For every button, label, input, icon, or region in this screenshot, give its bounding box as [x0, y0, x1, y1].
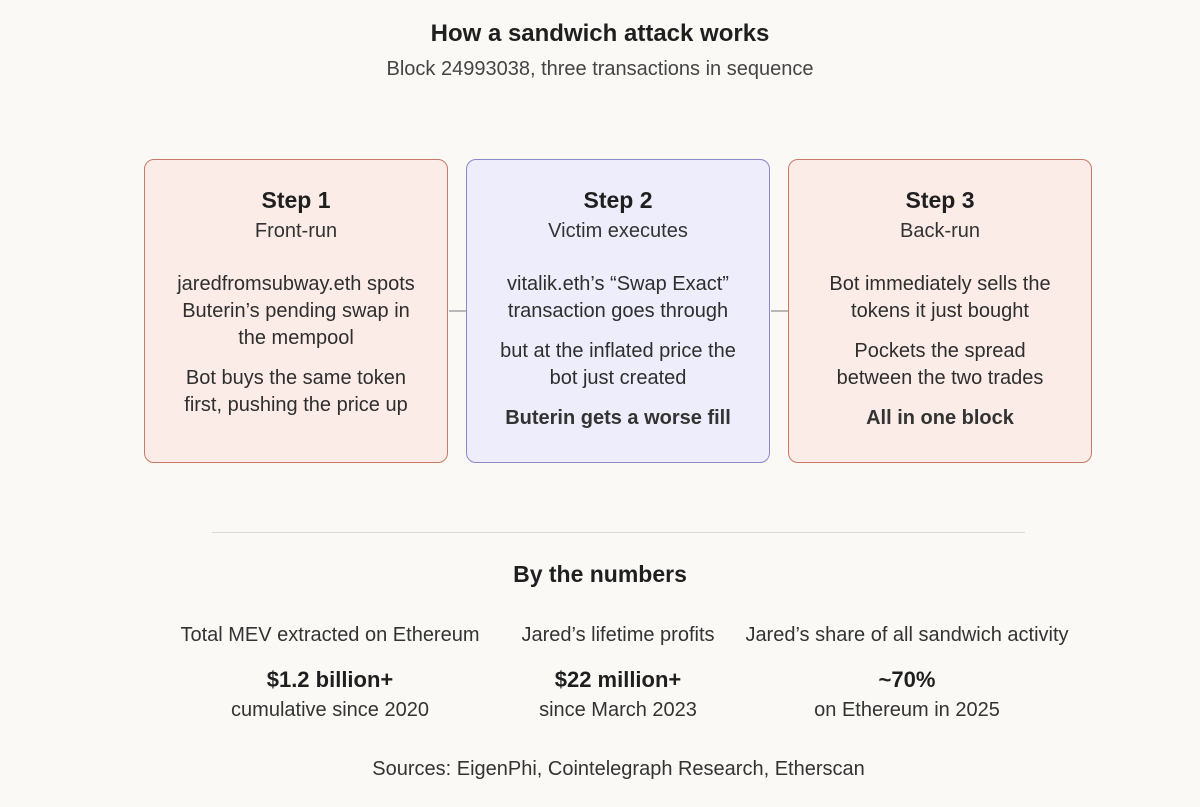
stat-label: Jared’s share of all sandwich activity [745, 624, 1069, 646]
step-paragraph-emphasis: All in one block [866, 407, 1014, 429]
stat-total-mev: Total MEV extracted on Ethereum $1.2 bil… [160, 622, 500, 723]
page-subtitle: Block 24993038, three transactions in se… [386, 58, 814, 80]
connector-1-2 [449, 310, 466, 312]
page-title: How a sandwich attack works [430, 20, 770, 47]
step-paragraph-emphasis: Buterin gets a worse fill [505, 407, 731, 429]
step-subtitle: Victim executes [548, 220, 688, 242]
step-title: Step 1 [261, 187, 331, 213]
step-body: Bot immediately sells the tokens it just… [789, 271, 1091, 432]
step-box-2: Step 2 Victim executes vitalik.eth’s “Sw… [466, 159, 770, 463]
sources-footnote: Sources: EigenPhi, Cointelegraph Researc… [372, 758, 865, 780]
stat-note: on Ethereum in 2025 [814, 699, 1000, 721]
step-title: Step 2 [583, 187, 653, 213]
step-paragraph: vitalik.eth’s “Swap Exact” transaction g… [507, 273, 729, 322]
stat-note: since March 2023 [539, 699, 697, 721]
step-title: Step 3 [905, 187, 975, 213]
connector-2-3 [771, 310, 788, 312]
step-paragraph: Bot buys the same token first, pushing t… [184, 367, 408, 416]
section-divider [212, 532, 1025, 533]
step-paragraph: Pockets the spread between the two trade… [836, 340, 1044, 389]
stat-lifetime-profits: Jared’s lifetime profits $22 million+ si… [503, 622, 733, 723]
step-subtitle: Front-run [254, 220, 338, 242]
step-box-3: Step 3 Back-run Bot immediately sells th… [788, 159, 1092, 463]
step-paragraph: but at the inflated price the bot just c… [500, 340, 736, 389]
stat-note: cumulative since 2020 [231, 699, 429, 721]
step-box-1: Step 1 Front-run jaredfromsubway.eth spo… [144, 159, 448, 463]
step-paragraph: Bot immediately sells the tokens it just… [829, 273, 1051, 322]
step-body: jaredfromsubway.eth spots Buterin’s pend… [145, 271, 447, 419]
step-body: vitalik.eth’s “Swap Exact” transaction g… [467, 271, 769, 432]
stat-label: Jared’s lifetime profits [521, 624, 715, 646]
stat-value: $1.2 billion+ [266, 667, 394, 692]
stat-value: ~70% [878, 667, 936, 692]
step-subtitle: Back-run [899, 220, 981, 242]
step-paragraph: jaredfromsubway.eth spots Buterin’s pend… [177, 273, 415, 349]
stat-sandwich-share: Jared’s share of all sandwich activity ~… [727, 622, 1087, 723]
stat-label: Total MEV extracted on Ethereum [180, 624, 480, 646]
stat-value: $22 million+ [554, 667, 682, 692]
numbers-title: By the numbers [513, 561, 687, 587]
